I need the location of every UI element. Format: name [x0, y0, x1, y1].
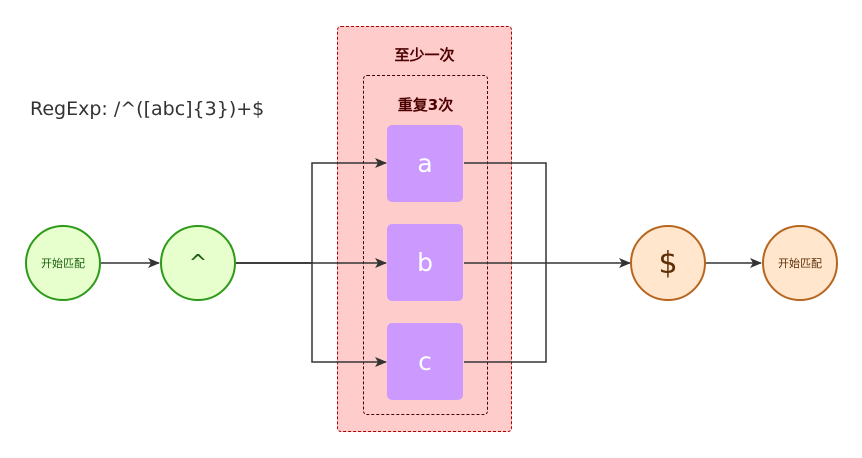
start-node: 开始匹配	[25, 225, 101, 301]
caret-node-label: ^	[188, 250, 208, 276]
char-box-c: c	[387, 323, 463, 400]
edge-caret-to-c	[236, 262, 387, 367]
char-box-b: b	[387, 224, 463, 301]
start-node-label: 开始匹配	[41, 257, 85, 270]
group-repeat-three-label: 重复3次	[397, 96, 454, 114]
dollar-node: $	[630, 225, 706, 301]
end-node: 开始匹配	[762, 225, 838, 301]
end-node-label: 开始匹配	[778, 257, 822, 270]
edge-c-to-merge	[464, 263, 547, 363]
group-at-least-once-label: 至少一次	[394, 46, 455, 64]
regex-title: RegExp: /^([abc]{3})+$	[30, 98, 265, 120]
char-box-a: a	[387, 125, 463, 202]
group-repeat-three: 重复3次	[363, 75, 488, 415]
dollar-node-label: $	[658, 245, 678, 281]
caret-node: ^	[160, 225, 236, 301]
edge-a-to-merge	[464, 162, 547, 263]
edge-caret-to-a	[236, 158, 387, 264]
